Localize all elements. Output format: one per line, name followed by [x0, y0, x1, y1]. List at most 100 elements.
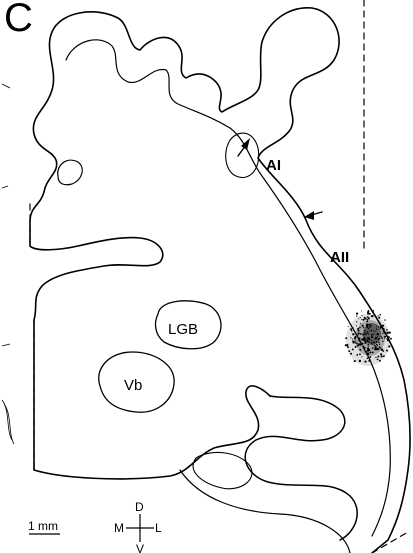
stipple-dot [362, 343, 364, 345]
stipple-dot [387, 350, 388, 351]
stipple-dot [352, 339, 353, 340]
arrow-upper-head [241, 138, 250, 150]
stipple-dot [381, 336, 382, 337]
compass-medial: M [114, 521, 124, 535]
temporal-lobe [245, 396, 357, 540]
stipple-dot [372, 311, 374, 313]
stipple-dot [357, 335, 358, 336]
stipple-dot [361, 339, 363, 341]
stipple-dot [352, 340, 354, 342]
stipple-dot [359, 327, 360, 328]
stipple-dot [362, 325, 364, 327]
medial-outline [30, 32, 270, 479]
stipple-dot [360, 333, 362, 335]
stipple-dot [369, 313, 371, 315]
stipple-dot [375, 337, 377, 339]
stipple-dot [361, 319, 362, 320]
stipple-dot [356, 315, 357, 316]
stipple-dot [385, 336, 386, 337]
stipple-dot [366, 331, 368, 333]
stipple-dot [376, 341, 378, 343]
stipple-dot [358, 330, 360, 332]
stipple-dot [373, 330, 374, 331]
stipple-dot [364, 361, 366, 363]
stipple-dot [361, 310, 362, 311]
stipple-dot [367, 347, 369, 349]
stipple-dot [386, 329, 388, 331]
stipple-dot [376, 333, 378, 335]
stipple-dot [370, 340, 371, 341]
stipple-dot [364, 338, 365, 339]
stipple-dot [362, 319, 364, 321]
stipple-dot [371, 342, 372, 343]
stipple-dot [356, 325, 357, 326]
stipple-dot [367, 339, 368, 340]
stipple-dot [350, 353, 352, 355]
stipple-dot [352, 333, 354, 335]
stipple-dot [375, 331, 376, 332]
stipple-dot [375, 357, 376, 358]
stipple-dot [383, 351, 384, 352]
stipple-dot [354, 336, 356, 338]
stipple-dot [348, 326, 349, 327]
stipple-dot [355, 342, 356, 343]
stipple-dot [379, 360, 381, 362]
stipple-dot [377, 356, 379, 358]
compass-lateral: L [155, 521, 162, 535]
stipple-dot [382, 325, 384, 327]
stipple-dot [362, 334, 364, 336]
stipple-dot [371, 336, 373, 338]
stipple-dot [365, 351, 366, 352]
stipple-dot [369, 326, 371, 328]
stipple-dot [377, 345, 378, 346]
stipple-dot [359, 360, 361, 362]
stipple-dot [358, 318, 359, 319]
stipple-dot [389, 332, 390, 333]
orientation-compass: D V M L [114, 500, 162, 553]
temporal-lobe-inner [193, 452, 252, 488]
stipple-dot [363, 327, 364, 328]
stipple-dot [383, 332, 384, 333]
stipple-dot [369, 331, 370, 332]
stipple-dot [367, 352, 369, 354]
stipple-dot [345, 337, 347, 339]
stipple-dot [378, 348, 380, 350]
stipple-dot [380, 353, 382, 355]
stipple-dot [367, 333, 369, 335]
stipple-dot [370, 324, 372, 326]
stipple-dot [347, 346, 349, 348]
stipple-dot [374, 342, 375, 343]
stipple-dot [352, 327, 354, 329]
stipple-dot [378, 317, 380, 319]
stipple-dot [376, 329, 377, 330]
scale-bar: 1 mm [28, 519, 60, 534]
stipple-dot [360, 344, 362, 346]
stipple-dot [378, 338, 380, 340]
stipple-dot [369, 341, 370, 342]
stipple-dot [360, 323, 361, 324]
stipple-dot [364, 347, 366, 349]
stipple-dot [383, 355, 385, 357]
stipple-dot [380, 326, 382, 328]
stipple-dot [364, 317, 366, 319]
stipple-dot [358, 339, 360, 341]
stipple-dot [364, 330, 365, 331]
stipple-dot [356, 321, 357, 322]
stipple-dot [359, 353, 361, 355]
stipple-dot [388, 345, 390, 347]
stipple-dot [382, 333, 383, 334]
stipple-dot [368, 337, 369, 338]
stipple-dot [367, 358, 369, 360]
stipple-dot [356, 312, 358, 314]
stipple-dot [379, 344, 380, 345]
stipple-dot [348, 350, 350, 352]
stipple-dot [387, 340, 389, 342]
stipple-dot [381, 349, 383, 351]
stipple-dot [368, 317, 370, 319]
stipple-dot [360, 317, 361, 318]
stipple-dot [378, 315, 379, 316]
stipple-dot [379, 347, 380, 348]
stipple-dot [356, 354, 358, 356]
